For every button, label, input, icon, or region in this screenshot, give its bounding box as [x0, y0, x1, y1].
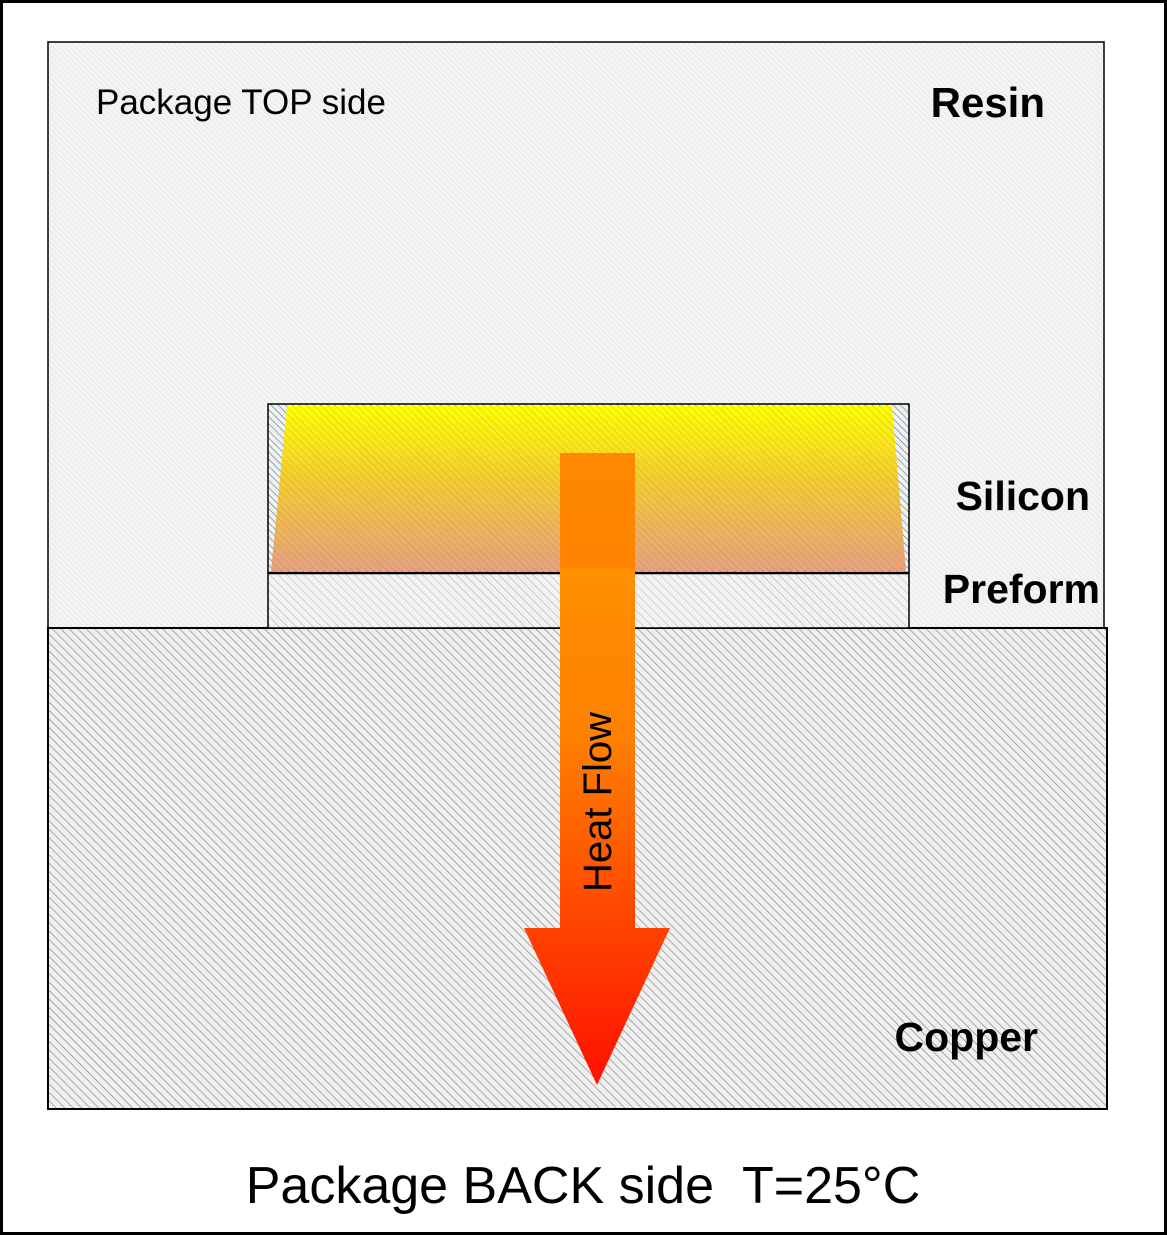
heat-flow-label: Heat Flow: [576, 712, 620, 892]
resin-label: Resin: [931, 79, 1045, 126]
silicon-label: Silicon: [956, 473, 1090, 519]
preform-label: Preform: [943, 566, 1100, 612]
back-side-label: Package BACK side T=25°C: [246, 1157, 921, 1215]
copper-label: Copper: [895, 1014, 1039, 1060]
heat-flow-arrow: [524, 453, 670, 1085]
top-side-label: Package TOP side: [96, 83, 386, 122]
